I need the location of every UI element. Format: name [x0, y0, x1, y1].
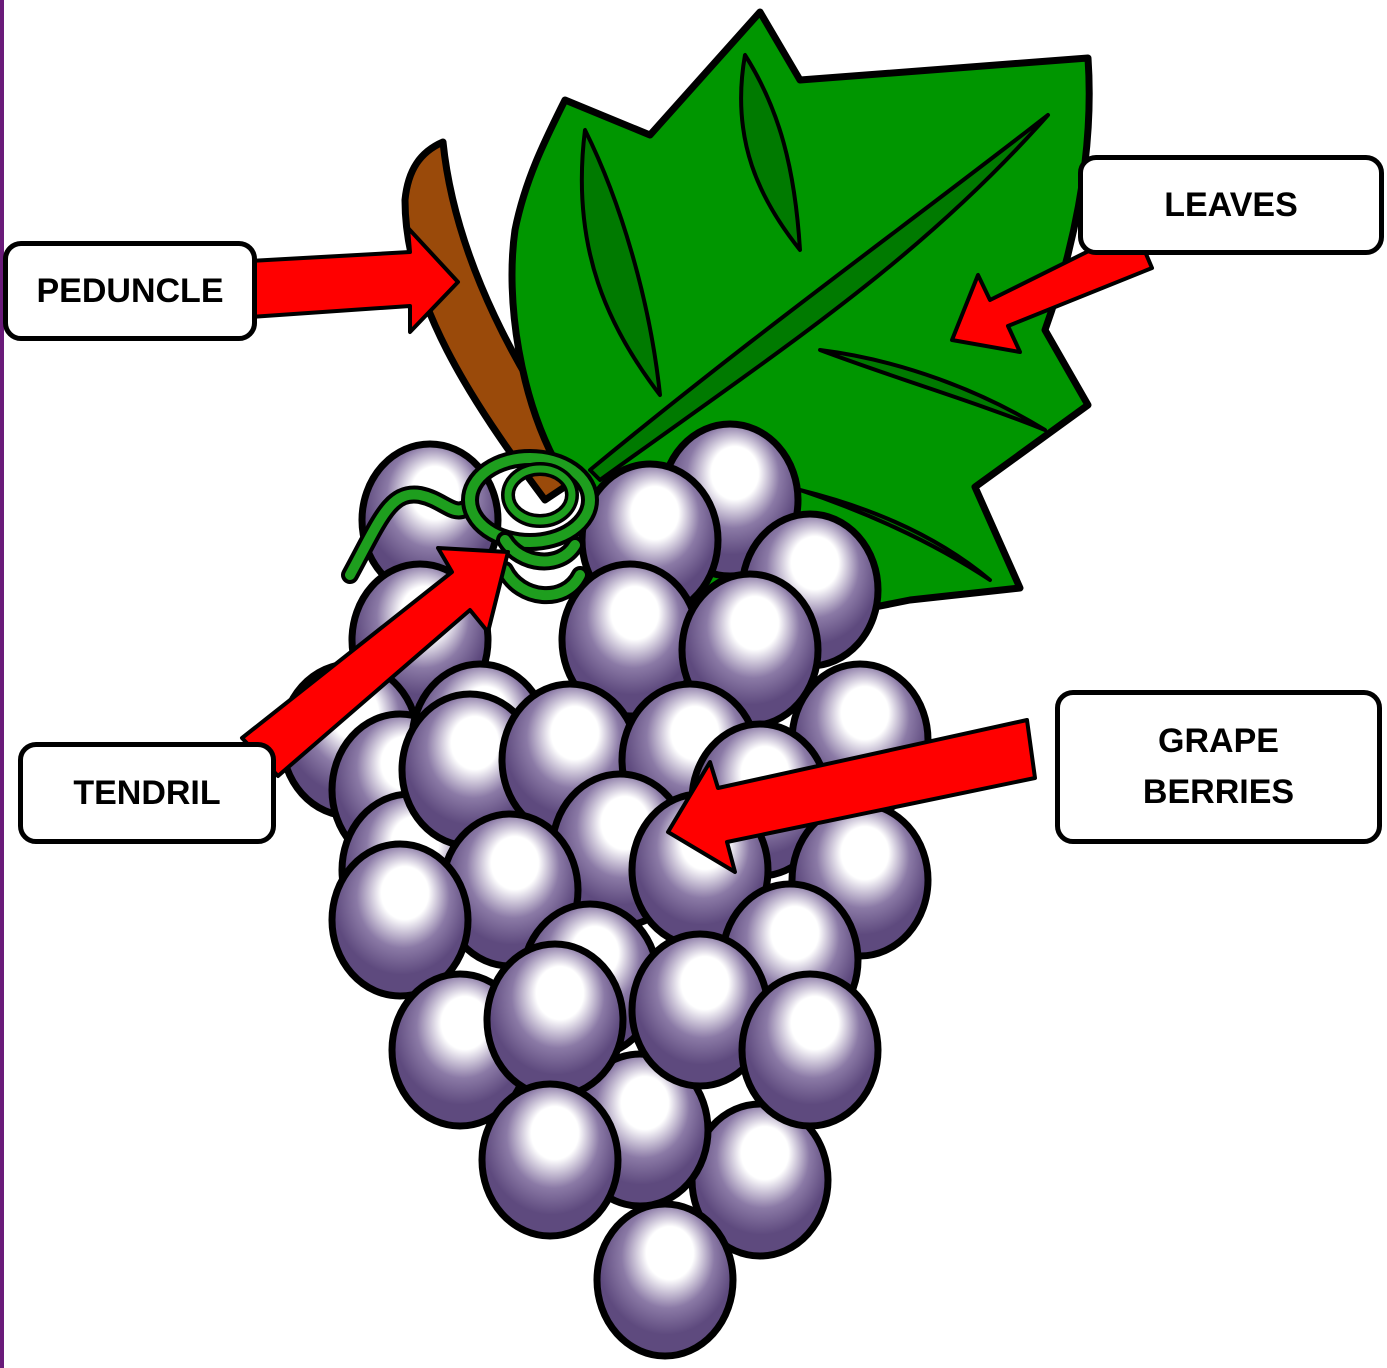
label-peduncle-text: PEDUNCLE [36, 266, 223, 317]
label-tendril: TENDRIL [18, 742, 276, 844]
label-grape-berries-text: GRAPE BERRIES [1143, 716, 1294, 818]
label-grape-berries: GRAPE BERRIES [1055, 690, 1382, 844]
arrow-peduncle [232, 228, 458, 332]
grape-bunch [282, 424, 928, 1356]
label-leaves: LEAVES [1078, 155, 1384, 255]
grape-berry [597, 1204, 733, 1356]
grape-berry [742, 974, 878, 1126]
label-leaves-text: LEAVES [1164, 180, 1298, 231]
label-tendril-text: TENDRIL [73, 768, 220, 819]
grape-berry [482, 1084, 618, 1236]
grape-berry [487, 944, 623, 1096]
label-peduncle: PEDUNCLE [3, 241, 257, 341]
